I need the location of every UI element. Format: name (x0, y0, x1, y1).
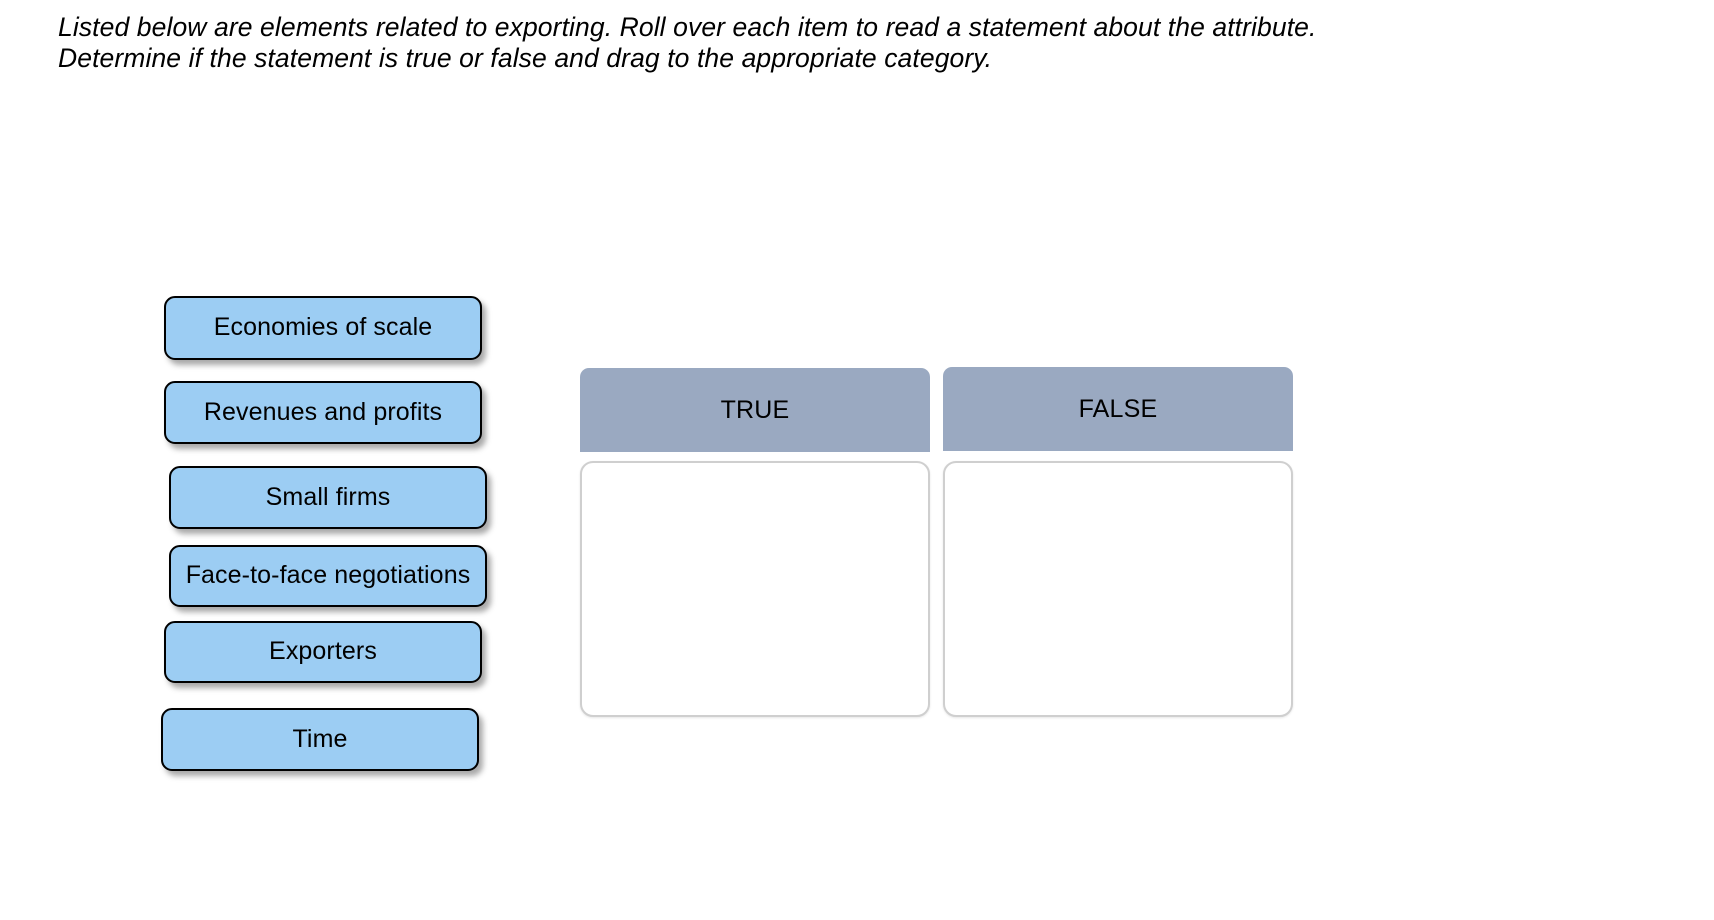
drag-item-time[interactable]: Time (161, 708, 479, 771)
category-true-dropzone[interactable] (580, 461, 930, 717)
drag-item-label: Small firms (265, 482, 391, 511)
drag-item-face-to-face-negotiations[interactable]: Face-to-face negotiations (169, 545, 487, 607)
drag-item-economies-of-scale[interactable]: Economies of scale (164, 296, 482, 360)
instructions-block: Listed below are elements related to exp… (58, 12, 1398, 74)
instruction-line-1: Listed below are elements related to exp… (58, 12, 1317, 42)
category-false-header: FALSE (943, 367, 1293, 451)
drag-item-revenues-and-profits[interactable]: Revenues and profits (164, 381, 482, 444)
drag-item-label: Exporters (269, 637, 377, 665)
instruction-line-2: Determine if the statement is true or fa… (58, 43, 993, 73)
drag-item-label: Economies of scale (213, 313, 433, 341)
drag-item-label: Revenues and profits (203, 397, 443, 426)
drag-item-label: Face-to-face negotiations (185, 561, 471, 589)
category-false-dropzone[interactable] (943, 461, 1293, 717)
drag-item-label: Time (292, 724, 348, 753)
drag-item-exporters[interactable]: Exporters (164, 621, 482, 683)
category-true-label: TRUE (720, 395, 790, 424)
category-true-header: TRUE (580, 368, 930, 452)
drag-item-small-firms[interactable]: Small firms (169, 466, 487, 529)
category-false-label: FALSE (1078, 394, 1158, 423)
draggable-items-list: Economies of scale Revenues and profits … (0, 0, 560, 920)
